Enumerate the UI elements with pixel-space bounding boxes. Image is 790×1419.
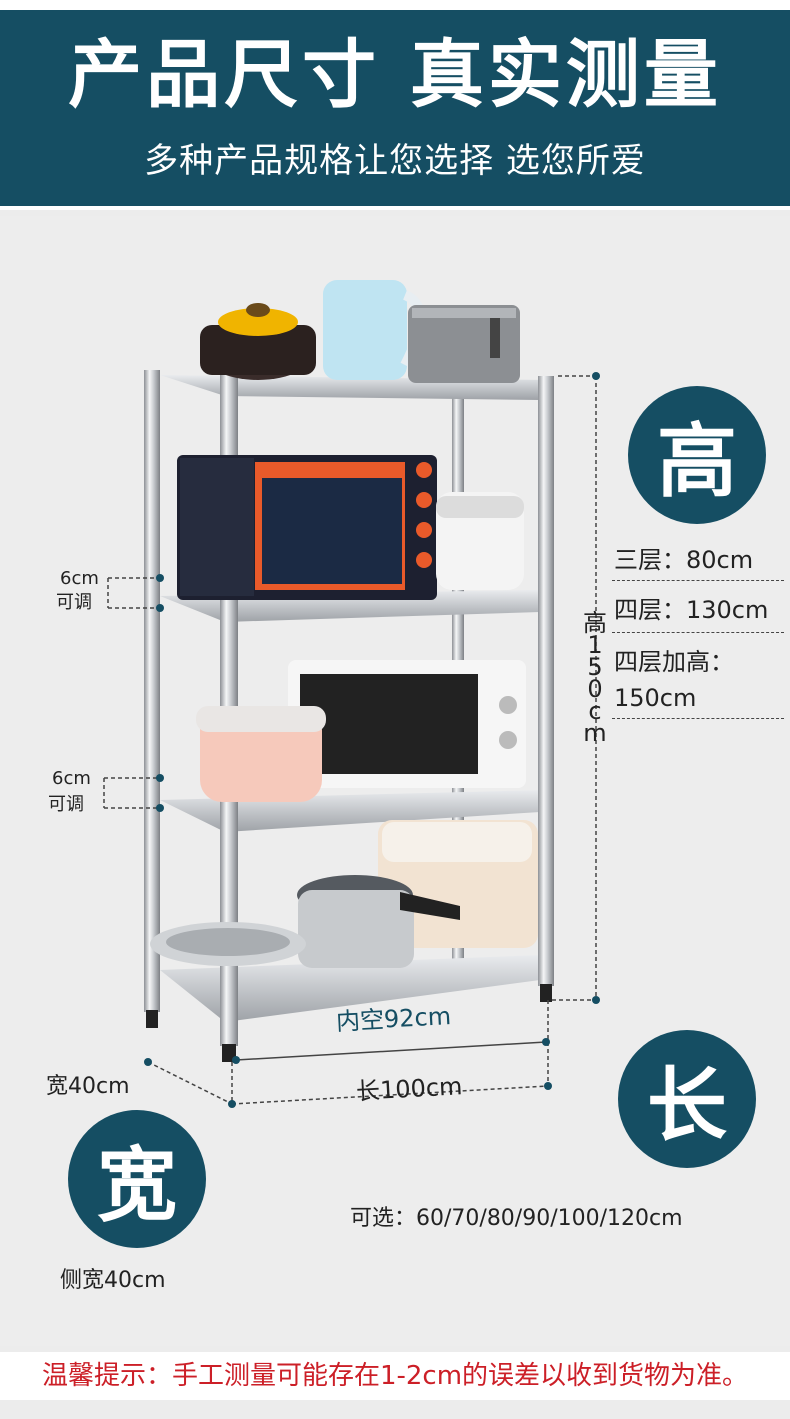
footer-bar	[0, 1352, 790, 1400]
height-badge: 高	[628, 386, 766, 524]
toaster-icon	[408, 305, 520, 383]
page-subtitle: 多种产品规格让您选择 选您所爱	[144, 141, 646, 181]
post-right-front	[538, 376, 554, 986]
spec-four-tier-tall-value: 150cm	[614, 684, 697, 712]
spec-four-tier-tall-label: 四层加高：	[614, 648, 734, 676]
page-title: 产品尺寸 真实测量	[68, 32, 722, 118]
adjust-mid-size: 6cm	[52, 768, 91, 789]
width-label: 宽40cm	[46, 1074, 130, 1099]
rice-cooker-pink-icon	[196, 706, 326, 802]
length-badge: 长	[618, 1030, 756, 1168]
spec-divider	[612, 632, 784, 633]
length-label: 长100cm	[355, 1072, 464, 1106]
rice-cooker-white-icon	[436, 492, 524, 590]
wok-icon	[150, 922, 306, 966]
shelf-bottom	[160, 955, 540, 1022]
footer-tip: 温馨提示：手工测量可能存在1-2cm的误差以收到货物为准。	[41, 1361, 749, 1391]
spec-divider	[612, 718, 784, 719]
header-banner	[0, 10, 790, 206]
microwave-icon	[288, 660, 526, 788]
post-left-back	[144, 370, 160, 1012]
rice-bucket-icon	[378, 820, 538, 948]
height-total-label: 高 1 5 0 c m	[583, 609, 607, 747]
side-width-label: 侧宽40cm	[60, 1268, 166, 1293]
dimension-dots	[144, 372, 600, 1108]
pressure-cooker-icon	[297, 875, 460, 968]
pot-icon	[200, 303, 316, 380]
adjust-mid-label: 可调	[48, 794, 84, 815]
dimension-lines	[103, 375, 597, 1105]
kettle-icon	[323, 280, 425, 380]
foot-right-front	[540, 984, 552, 1002]
adjust-top-label: 可调	[56, 592, 92, 613]
spec-four-tier: 四层：130cm	[614, 596, 769, 624]
spec-three-tier: 三层：80cm	[614, 546, 754, 574]
length-options: 可选：60/70/80/90/100/120cm	[350, 1206, 683, 1231]
inner-width-label: 内空92cm	[335, 1002, 452, 1036]
spec-divider	[612, 580, 784, 581]
foot-left-back	[146, 1010, 158, 1028]
foot-left-front	[222, 1044, 236, 1062]
oven-icon	[177, 455, 437, 600]
adjust-top-size: 6cm	[60, 568, 99, 589]
width-badge: 宽	[68, 1110, 206, 1248]
